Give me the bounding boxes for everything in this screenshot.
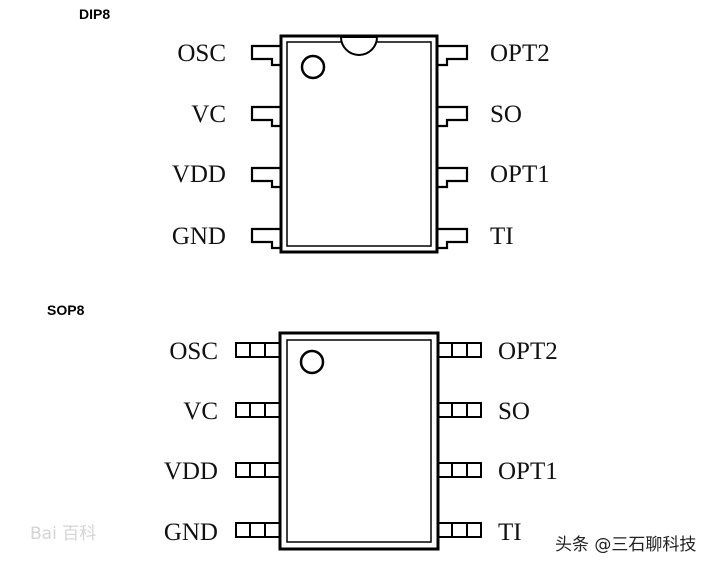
dip8-package — [250, 34, 469, 254]
dip8-body-outer — [279, 34, 439, 254]
dip8-body-inner — [286, 41, 432, 247]
sop8-lead-gnd — [235, 522, 281, 538]
sop8-title: SOP8 — [47, 302, 85, 318]
sop8-pin-label-so: SO — [498, 398, 530, 425]
sop8-package — [235, 331, 482, 551]
dip8-lead-so — [437, 105, 469, 128]
sop8-body-inner — [286, 339, 432, 543]
sop8-pin-label-vdd: VDD — [163, 458, 218, 485]
dip8-lead-opt2 — [437, 44, 469, 67]
sop8-lead-opt1 — [437, 462, 482, 478]
dip8-pin-label-opt1: OPT1 — [490, 161, 550, 188]
dip8-pin-label-ti: TI — [490, 223, 514, 250]
dip8-title: DIP8 — [79, 6, 111, 22]
dip8-pin-label-opt2: OPT2 — [490, 40, 550, 67]
sop8-pin-label-opt1: OPT1 — [498, 458, 558, 485]
dip8-notch — [339, 36, 379, 56]
dip8-pin-label-vdd: VDD — [171, 161, 226, 188]
baidu-watermark: Bai 百科 — [30, 524, 97, 544]
sop8-lead-vc — [235, 402, 281, 418]
sop8-pin1-marker — [299, 349, 325, 375]
sop8-pin-label-osc: OSC — [169, 338, 218, 365]
sop8-lead-ti — [437, 522, 482, 538]
dip8-pin-label-gnd: GND — [171, 223, 226, 250]
dip8-lead-opt1 — [437, 166, 469, 189]
sop8-lead-vdd — [235, 462, 281, 478]
sop8-pin-label-vc: VC — [183, 398, 218, 425]
dip8-lead-vc — [250, 105, 281, 128]
sop8-lead-osc — [235, 342, 281, 358]
dip8-lead-ti — [437, 227, 469, 250]
dip8-lead-osc — [250, 44, 281, 67]
sop8-pin-label-gnd: GND — [163, 519, 218, 546]
sop8-pin-label-opt2: OPT2 — [498, 338, 558, 365]
dip8-lead-gnd — [250, 227, 281, 250]
author-watermark: 头条 @三石聊科技 — [555, 535, 697, 555]
sop8-lead-so — [437, 402, 482, 418]
dip8-lead-vdd — [250, 166, 281, 189]
dip8-pin-label-so: SO — [490, 101, 522, 128]
dip8-pin-label-osc: OSC — [177, 40, 226, 67]
sop8-pin-label-ti: TI — [498, 519, 522, 546]
dip8-pin-label-vc: VC — [191, 101, 226, 128]
dip8-pin1-marker — [300, 54, 326, 80]
sop8-body-outer — [278, 331, 440, 551]
sop8-lead-opt2 — [437, 342, 482, 358]
